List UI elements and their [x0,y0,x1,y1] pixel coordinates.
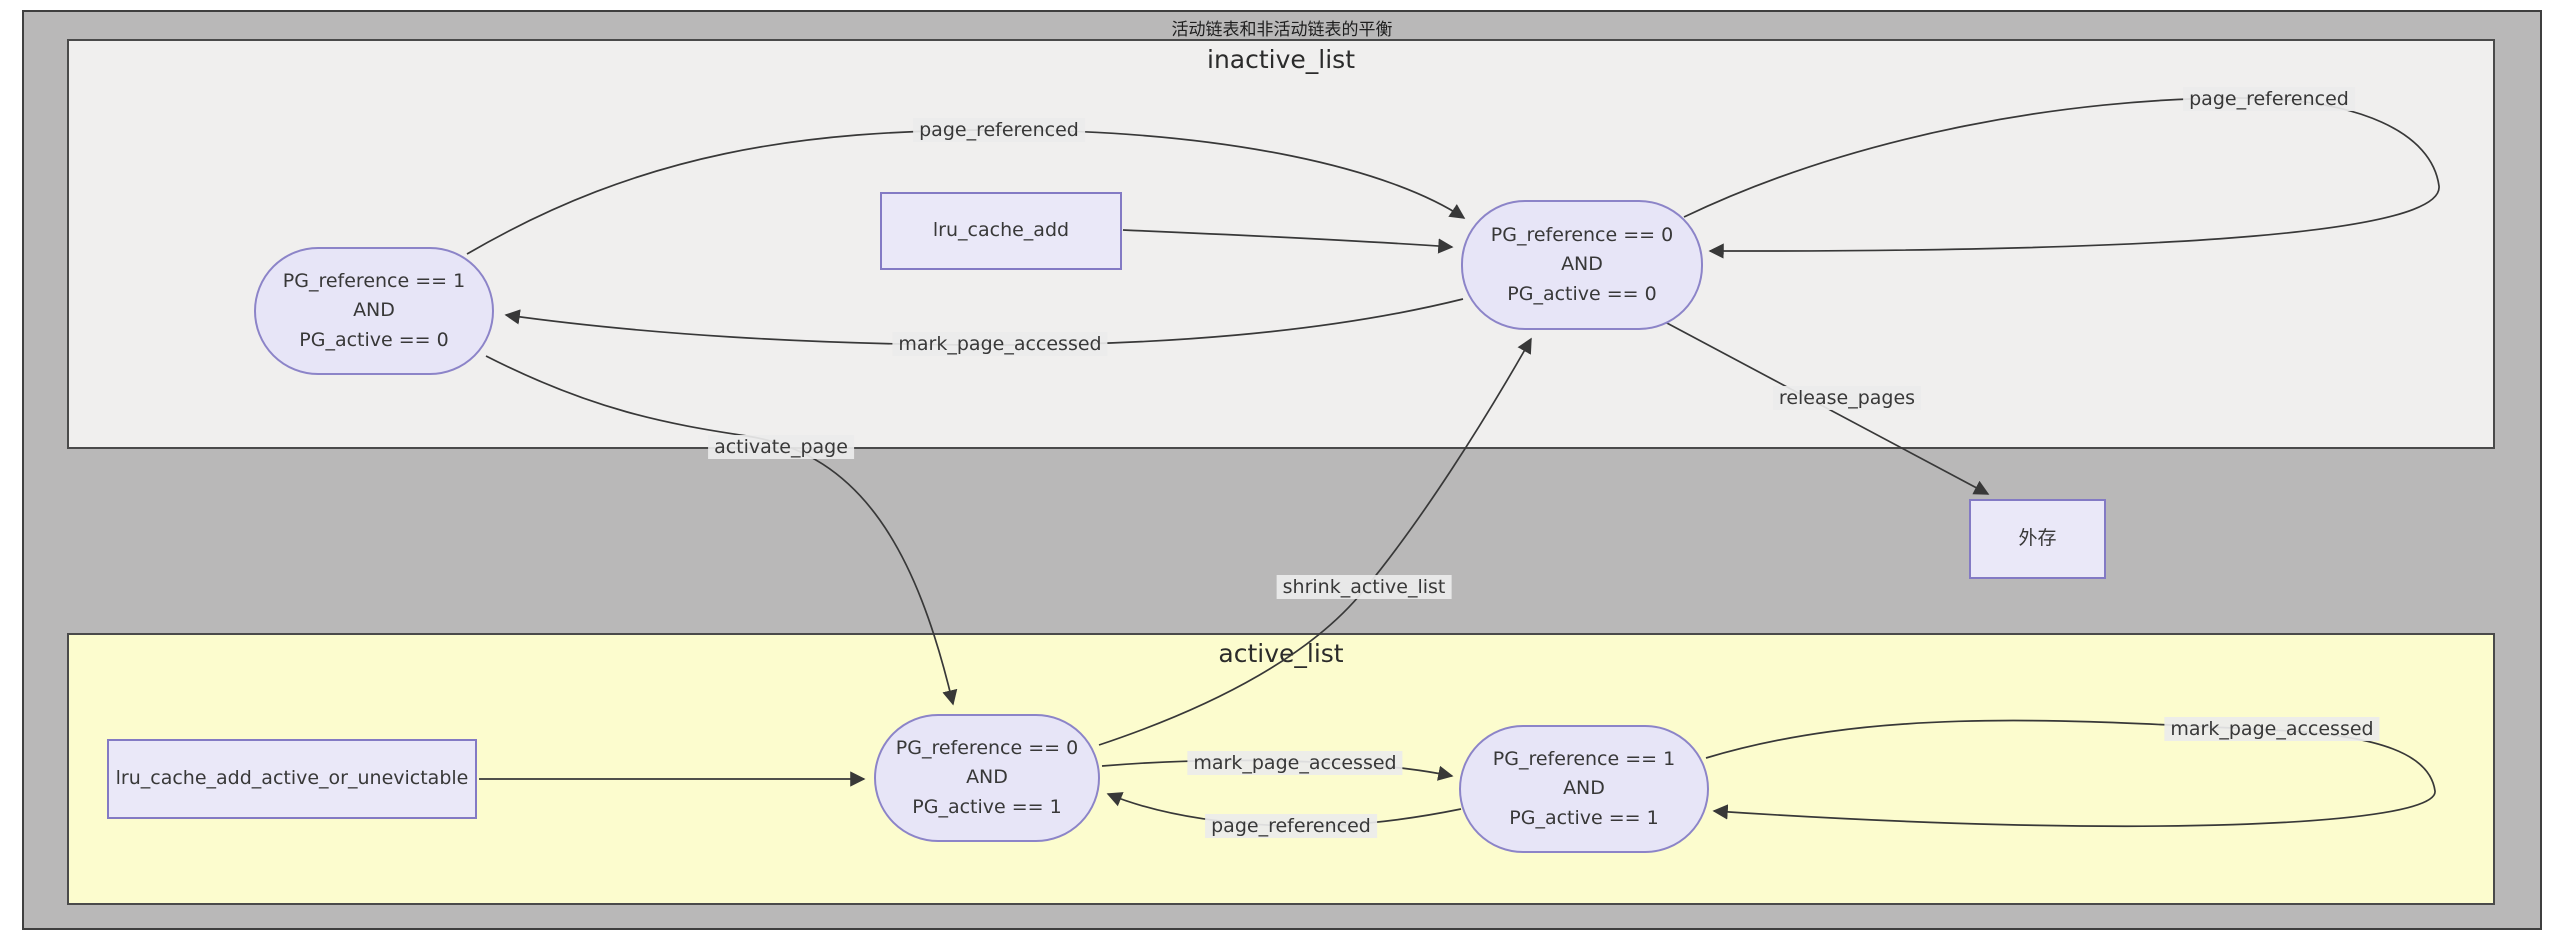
cluster-inactive-label: inactive_list [1207,45,1355,74]
edge-label-release-pages: release_pages [1772,386,1922,410]
node-label: lru_cache_add [932,219,1070,242]
node-label: PG_reference == 0 AND PG_active == 0 [1490,223,1674,305]
edge-label-page-referenced-loop: page_referenced [2183,87,2355,111]
node-lru-cache-add-active-or-unevictable: lru_cache_add_active_or_unevictable [107,739,477,819]
node-pg-reference-0-active-1: PG_reference == 0 AND PG_active == 1 [874,714,1100,842]
edge-label-mark-page-accessed-loop: mark_page_accessed [2164,717,2380,741]
node-label: PG_reference == 0 AND PG_active == 1 [895,736,1079,818]
edge-label-page-referenced-active: page_referenced [1205,814,1377,838]
node-pg-reference-0-active-0: PG_reference == 0 AND PG_active == 0 [1461,200,1703,330]
node-label: PG_reference == 1 AND PG_active == 0 [282,269,466,351]
cluster-active-label: active_list [1218,639,1344,668]
node-external-storage: 外存 [1969,499,2106,579]
cluster-inactive-list: inactive_list [67,39,2495,449]
edge-label-activate-page: activate_page [708,435,854,459]
node-pg-reference-1-active-1: PG_reference == 1 AND PG_active == 1 [1459,725,1709,853]
edge-label-mark-page-accessed-inactive: mark_page_accessed [892,332,1108,356]
graph-canvas: 活动链表和非活动链表的平衡 inactive_list active_list [22,10,2542,930]
node-label: PG_reference == 1 AND PG_active == 1 [1492,747,1676,829]
edge-label-shrink-active-list: shrink_active_list [1276,575,1452,599]
graph-title: 活动链表和非活动链表的平衡 [1171,20,1393,40]
node-lru-cache-add: lru_cache_add [880,192,1122,270]
edge-label-page-referenced-inactive: page_referenced [913,118,1085,142]
edge-label-mark-page-accessed-active: mark_page_accessed [1187,751,1403,775]
node-label: 外存 [2018,527,2057,550]
node-label: lru_cache_add_active_or_unevictable [115,767,469,790]
node-pg-reference-1-active-0: PG_reference == 1 AND PG_active == 0 [254,247,494,375]
